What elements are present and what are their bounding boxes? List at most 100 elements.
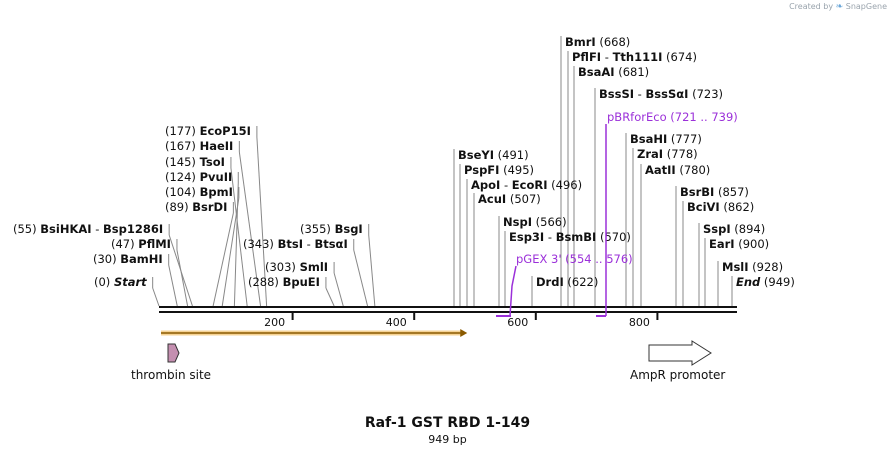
primer-connector [509, 265, 517, 317]
site-btsi: (343) BtsI - BtsαI [243, 237, 369, 307]
site-nspi: NspI (566) [498, 215, 567, 306]
site-pflfi: PflFI - Tth111I (674) [567, 50, 697, 306]
site-bsrdi: (89) BsrDI [165, 200, 234, 307]
site-position: (777) [667, 132, 702, 146]
site-position: (496) [548, 178, 583, 192]
site-enzyme-name: BsaAI [578, 65, 615, 79]
site-label: End (949) [736, 275, 795, 289]
site-position: (566) [532, 215, 567, 229]
site-separator: - [601, 50, 612, 64]
site-enzyme-name: BssSI [599, 87, 634, 101]
site-position: (30) [93, 252, 120, 266]
site-haeii: (167) HaeII [165, 139, 262, 307]
site-position: (894) [731, 222, 766, 236]
site-position: (167) [165, 139, 200, 153]
site-connector [238, 151, 262, 307]
site-bpmi: (104) BpmI [165, 185, 240, 307]
site-enzyme-name: Tth111I [613, 50, 663, 64]
site-enzyme-name: BmrI [565, 35, 596, 49]
site-position: (928) [749, 260, 784, 274]
site-label: PflFI - Tth111I (674) [572, 50, 697, 64]
site-label: MslI (928) [722, 260, 783, 274]
site-enzyme-name: TsoI [200, 155, 225, 169]
site-position: (104) [165, 185, 200, 199]
site-label: BseYI (491) [458, 148, 529, 162]
site-esp3i: Esp3I - BsmBI (570) [504, 230, 631, 306]
site-label: BsaAI (681) [578, 65, 649, 79]
primer-label: pGEX 3' (554 .. 576) [516, 252, 633, 266]
site-enzyme-name: BseYI [458, 148, 494, 162]
site-enzyme-name: PflFI [572, 50, 601, 64]
site-end: End (949) [731, 275, 795, 306]
site-connector [176, 249, 189, 307]
site-bsahi: BsaHI (777) [625, 132, 702, 306]
credit-brand: SnapGene [845, 2, 887, 11]
site-smli: (303) SmlI [265, 260, 344, 307]
site-label: Esp3I - BsmBI (570) [509, 230, 631, 244]
site-label: NspI (566) [503, 215, 567, 229]
site-enzyme-name: BsrBI [680, 185, 714, 199]
site-separator: - [634, 87, 645, 101]
site-bmri: BmrI (668) [560, 35, 630, 306]
site-separator: - [500, 178, 511, 192]
site-connector [368, 234, 376, 307]
site-enzyme-name: BtsαI [314, 237, 347, 251]
site-bpuei: (288) BpuEI [248, 275, 335, 307]
site-position: (177) [165, 124, 200, 138]
site-bcivi: BciVI (862) [682, 200, 754, 306]
site-position: (900) [735, 237, 770, 251]
ampr-promoter-arrow [648, 340, 712, 366]
tick-label: 800 [629, 316, 650, 329]
site-start: (0) Start [94, 275, 160, 307]
site-label: (343) BtsI - BtsαI [243, 237, 348, 251]
site-bsssi: BssSI - BssSαI (723) [594, 87, 723, 306]
site-position: (723) [688, 87, 723, 101]
site-label: SspI (894) [703, 222, 765, 236]
site-sspi: SspI (894) [698, 222, 765, 306]
site-connector [152, 287, 160, 307]
site-bsihkai: (55) BsiHKAI - Bsp1286I [13, 222, 193, 307]
site-label: AcuI (507) [478, 192, 541, 206]
site-label: ZraI (778) [637, 147, 698, 161]
site-ecop15i: (177) EcoP15I [165, 124, 268, 307]
thrombin-site-label: thrombin site [131, 368, 211, 382]
site-pflmi: (47) PflMI [111, 237, 189, 307]
snapgene-logo-icon: ❧ [835, 2, 844, 12]
site-label: (355) BsgI [300, 222, 363, 236]
site-label: PspFI (495) [464, 163, 534, 177]
site-position: (55) [13, 222, 40, 236]
site-enzyme-name: AatII [645, 163, 676, 177]
site-bsgi: (355) BsgI [300, 222, 376, 307]
site-position: (857) [714, 185, 749, 199]
site-drdi: DrdI (622) [531, 275, 598, 306]
site-position: (862) [720, 200, 755, 214]
site-aatii: AatII (780) [640, 163, 710, 306]
site-enzyme-name: BtsI [278, 237, 303, 251]
site-enzyme-name: End [736, 275, 761, 289]
site-position: (778) [663, 147, 698, 161]
site-position: (949) [760, 275, 795, 289]
site-separator: - [544, 230, 555, 244]
site-enzyme-name: BpuEI [283, 275, 320, 289]
map-title: Raf-1 GST RBD 1-149 [364, 415, 531, 431]
site-label: (55) BsiHKAI - Bsp1286I [13, 222, 163, 236]
thrombin-site-arrow [167, 343, 180, 363]
ampr-promoter-label: AmpR promoter [630, 368, 725, 382]
map-length: 949 bp [428, 433, 467, 446]
site-connector [325, 287, 335, 307]
site-enzyme-name: ZraI [637, 147, 663, 161]
site-label: (30) BamHI [93, 252, 163, 266]
site-enzyme-name: SspI [703, 222, 731, 236]
tick-label: 200 [264, 316, 285, 329]
site-enzyme-name: NspI [503, 215, 532, 229]
site-label: ApoI - EcoRI (496) [471, 178, 582, 192]
site-position: (343) [243, 237, 278, 251]
site-position: (681) [615, 65, 650, 79]
site-position: (47) [111, 237, 138, 251]
site-label: BciVI (862) [687, 200, 754, 214]
primer-label: pBRforEco (721 .. 739) [607, 110, 738, 124]
primer-pgex-3-: pGEX 3' (554 .. 576) [496, 252, 633, 317]
site-connector [221, 197, 240, 307]
site-enzyme-name: BpmI [200, 185, 233, 199]
